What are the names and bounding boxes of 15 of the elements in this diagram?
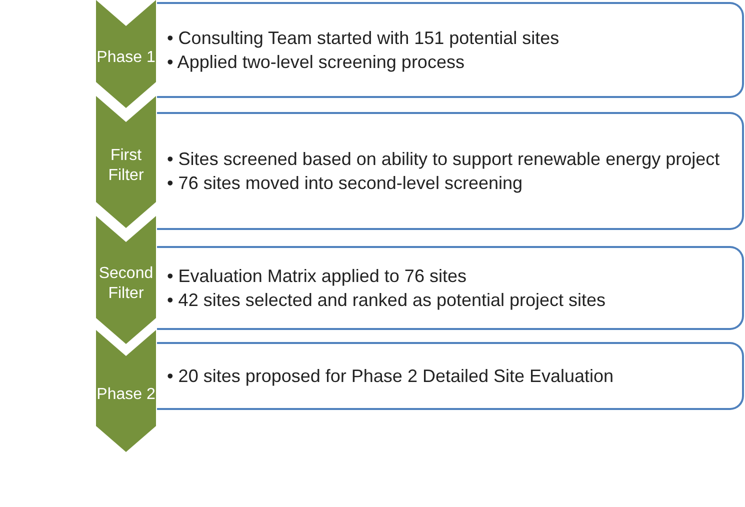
bullet-text: • Evaluation Matrix applied to 76 sites xyxy=(167,265,468,287)
bullet-text: • 42 sites selected and ranked as potential project sites xyxy=(167,289,607,311)
step-label: Phase 1 xyxy=(96,48,156,68)
step-label: Second Filter xyxy=(98,264,154,304)
text-panel xyxy=(157,2,744,98)
bullet-text: • Applied two-level screening process xyxy=(167,51,466,73)
text-panel xyxy=(157,246,744,330)
bullet-text: • 20 sites proposed for Phase 2 Detailed Site Evaluation xyxy=(167,365,615,387)
text-panel xyxy=(157,342,744,410)
text-panel xyxy=(157,112,744,230)
bullet-text: • 76 sites moved into second-level screening xyxy=(167,172,524,194)
step-label: First Filter xyxy=(107,146,145,186)
bullet-text: • Sites screened based on ability to support renewable energy project xyxy=(167,148,721,170)
step-label: Phase 2 xyxy=(96,385,156,405)
bullet-text: • Consulting Team started with 151 potential sites xyxy=(167,27,560,49)
